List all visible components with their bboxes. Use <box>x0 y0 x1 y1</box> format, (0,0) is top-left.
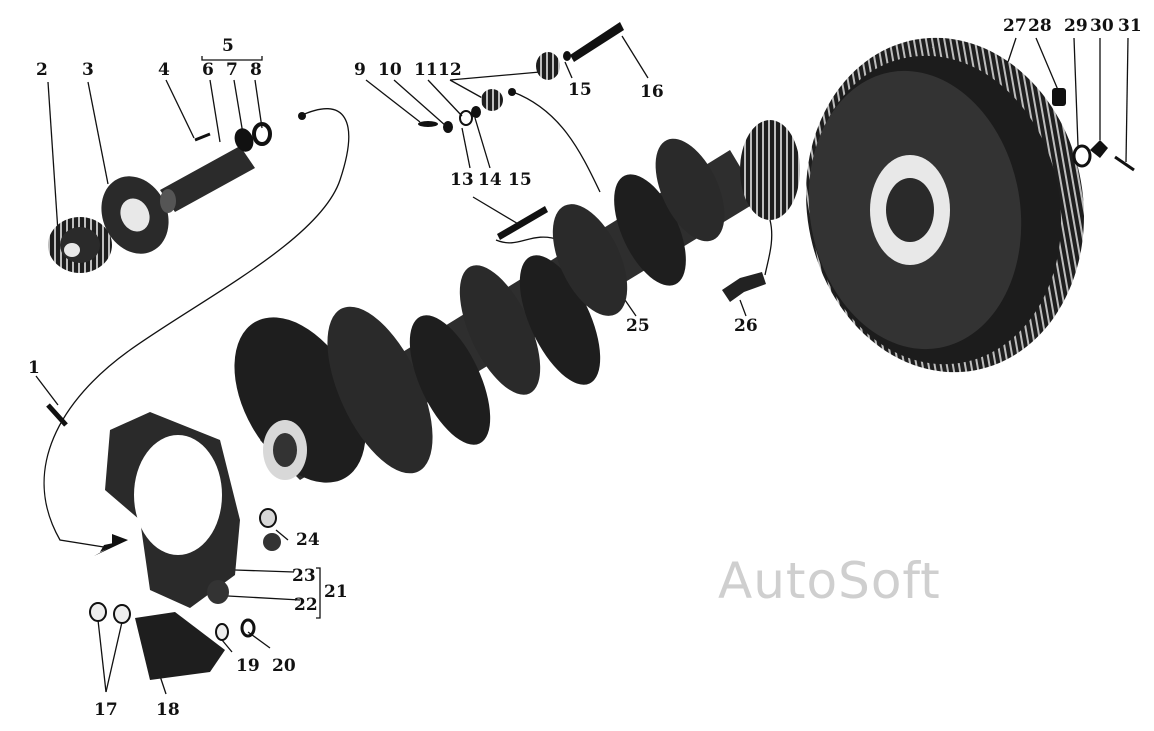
label-22: 22 <box>294 595 318 615</box>
label-15-upper: 15 <box>568 80 592 100</box>
label-31: 31 <box>1118 16 1142 36</box>
label-5: 5 <box>222 36 234 56</box>
thrust-washer <box>101 176 169 254</box>
label-11: 11 <box>414 60 438 80</box>
label-29: 29 <box>1064 16 1088 36</box>
label-21: 21 <box>324 582 348 602</box>
main-bearing-cap <box>105 412 240 608</box>
label-27: 27 <box>1003 16 1027 36</box>
bevel-gear <box>48 217 112 273</box>
label-7: 7 <box>226 60 238 80</box>
leader-lines <box>35 35 1129 695</box>
label-30: 30 <box>1090 16 1114 36</box>
label-13: 13 <box>450 170 474 190</box>
label-2: 2 <box>36 60 48 80</box>
label-14: 14 <box>478 170 502 190</box>
label-24: 24 <box>296 530 320 550</box>
label-17: 17 <box>94 700 118 720</box>
bushings <box>207 508 281 604</box>
flange-bolt <box>722 272 766 302</box>
label-1: 1 <box>28 358 40 378</box>
dowel-pin <box>46 403 68 427</box>
label-8: 8 <box>250 60 262 80</box>
label-28: 28 <box>1028 16 1052 36</box>
watermark-text: AutoSoft <box>718 552 941 610</box>
label-26: 26 <box>734 316 758 336</box>
label-6: 6 <box>202 60 214 80</box>
label-12: 12 <box>438 60 462 80</box>
crankshaft <box>234 120 800 483</box>
label-10: 10 <box>378 60 402 80</box>
label-23: 23 <box>292 566 316 586</box>
gear-shaft <box>160 122 272 213</box>
small-fasteners <box>298 22 624 240</box>
flywheel-hardware <box>1052 88 1135 172</box>
label-9: 9 <box>354 60 366 80</box>
label-4: 4 <box>158 60 170 80</box>
label-25: 25 <box>626 316 650 336</box>
label-20: 20 <box>272 656 296 676</box>
label-3: 3 <box>82 60 94 80</box>
label-18: 18 <box>156 700 180 720</box>
flywheel <box>806 37 1084 373</box>
lower-small-parts <box>89 602 256 680</box>
direction-arrow <box>94 534 128 556</box>
label-15-lower: 15 <box>508 170 532 190</box>
label-16: 16 <box>640 82 664 102</box>
label-19: 19 <box>236 656 260 676</box>
